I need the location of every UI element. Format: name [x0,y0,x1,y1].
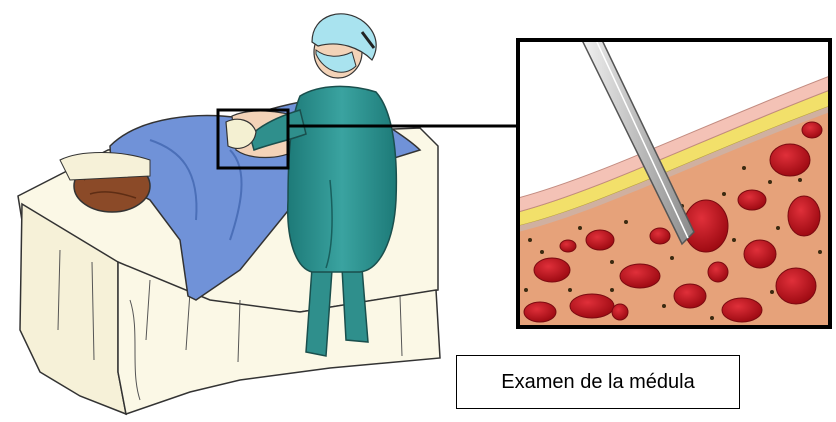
magnified-inset [518,40,830,327]
caption-label: Examen de la médula [501,371,694,394]
caption-box: Examen de la médula [456,355,740,409]
